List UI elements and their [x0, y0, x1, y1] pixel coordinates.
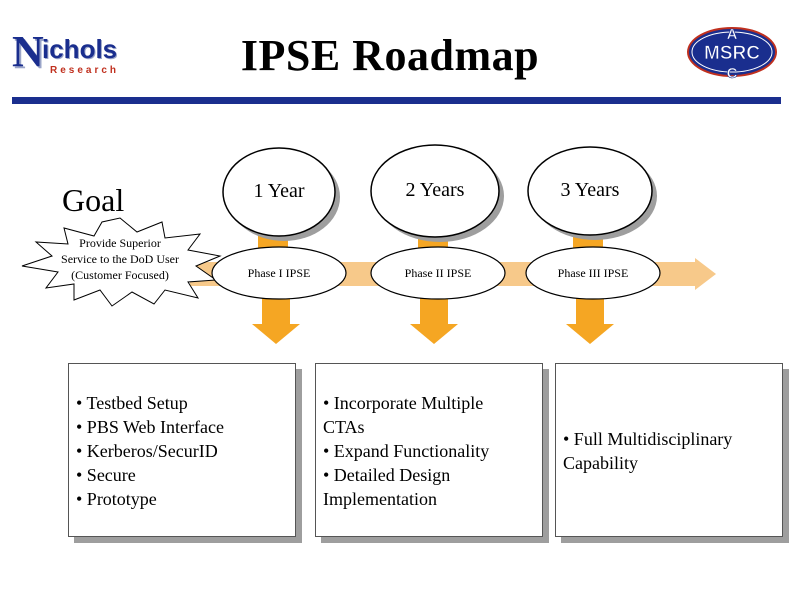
list-item: • Full Multidisciplinary [563, 429, 733, 449]
phase-3-label: Phase III IPSE [557, 266, 629, 280]
list-item: Implementation [323, 489, 437, 509]
nichols-research-logo: N ichols Research [12, 27, 122, 77]
asc-msrc-logo: A MSRC C [687, 26, 777, 80]
list-item: CTAs [323, 417, 365, 437]
phase-2-bubble [370, 246, 506, 300]
phase-1-label: Phase I IPSE [247, 266, 311, 280]
year-1-label: 1 Year [253, 180, 305, 202]
list-item: • Prototype [76, 489, 157, 509]
year-3-bubble [527, 146, 653, 236]
logo-name: ichols [42, 34, 118, 64]
list-item: • Detailed Design [323, 465, 451, 485]
down-arrow-1 [252, 298, 300, 344]
list-item: • PBS Web Interface [76, 417, 224, 437]
goal-line: Provide Superior [79, 236, 161, 250]
logo-letter-c: C [727, 65, 738, 80]
list-item: • Secure [76, 465, 136, 485]
goal-line: Service to the DoD User [61, 252, 179, 266]
goal-text: Provide Superior Service to the DoD User… [40, 235, 200, 283]
logo-initial: N [12, 27, 44, 76]
down-arrow-2 [410, 298, 458, 344]
logo-letter-a: A [727, 26, 738, 43]
list-item: • Incorporate Multiple [323, 393, 484, 413]
year-1-bubble [222, 147, 336, 237]
phase-2-items: • Incorporate Multiple CTAs • Expand Fun… [323, 391, 538, 511]
list-item: Capability [563, 453, 638, 473]
phase-1-box [68, 363, 296, 537]
phase-3-box [555, 363, 783, 537]
phase-1-items: • Testbed Setup • PBS Web Interface • Ke… [76, 391, 291, 511]
logo-subtitle: Research [50, 65, 120, 76]
goal-line: (Customer Focused) [71, 268, 169, 282]
phase-1-bubble [211, 246, 347, 300]
logo-msrc-text: MSRC [704, 43, 760, 64]
title-divider [12, 97, 781, 104]
year-2-bubble [370, 144, 500, 238]
page-title: IPSE Roadmap [240, 31, 540, 80]
list-item: • Kerberos/SecurID [76, 441, 218, 461]
phase-3-bubble [525, 246, 661, 300]
goal-label: Goal [62, 182, 125, 218]
phase-2-box [315, 363, 543, 537]
list-item: • Expand Functionality [323, 441, 490, 461]
list-item: • Testbed Setup [76, 393, 188, 413]
phase-3-items: • Full Multidisciplinary Capability [563, 427, 778, 475]
year-3-label: 3 Years [560, 179, 620, 201]
down-arrow-3 [566, 298, 614, 344]
phase-2-label: Phase II IPSE [404, 266, 472, 280]
year-2-label: 2 Years [405, 179, 465, 201]
goal-starburst [21, 217, 222, 307]
